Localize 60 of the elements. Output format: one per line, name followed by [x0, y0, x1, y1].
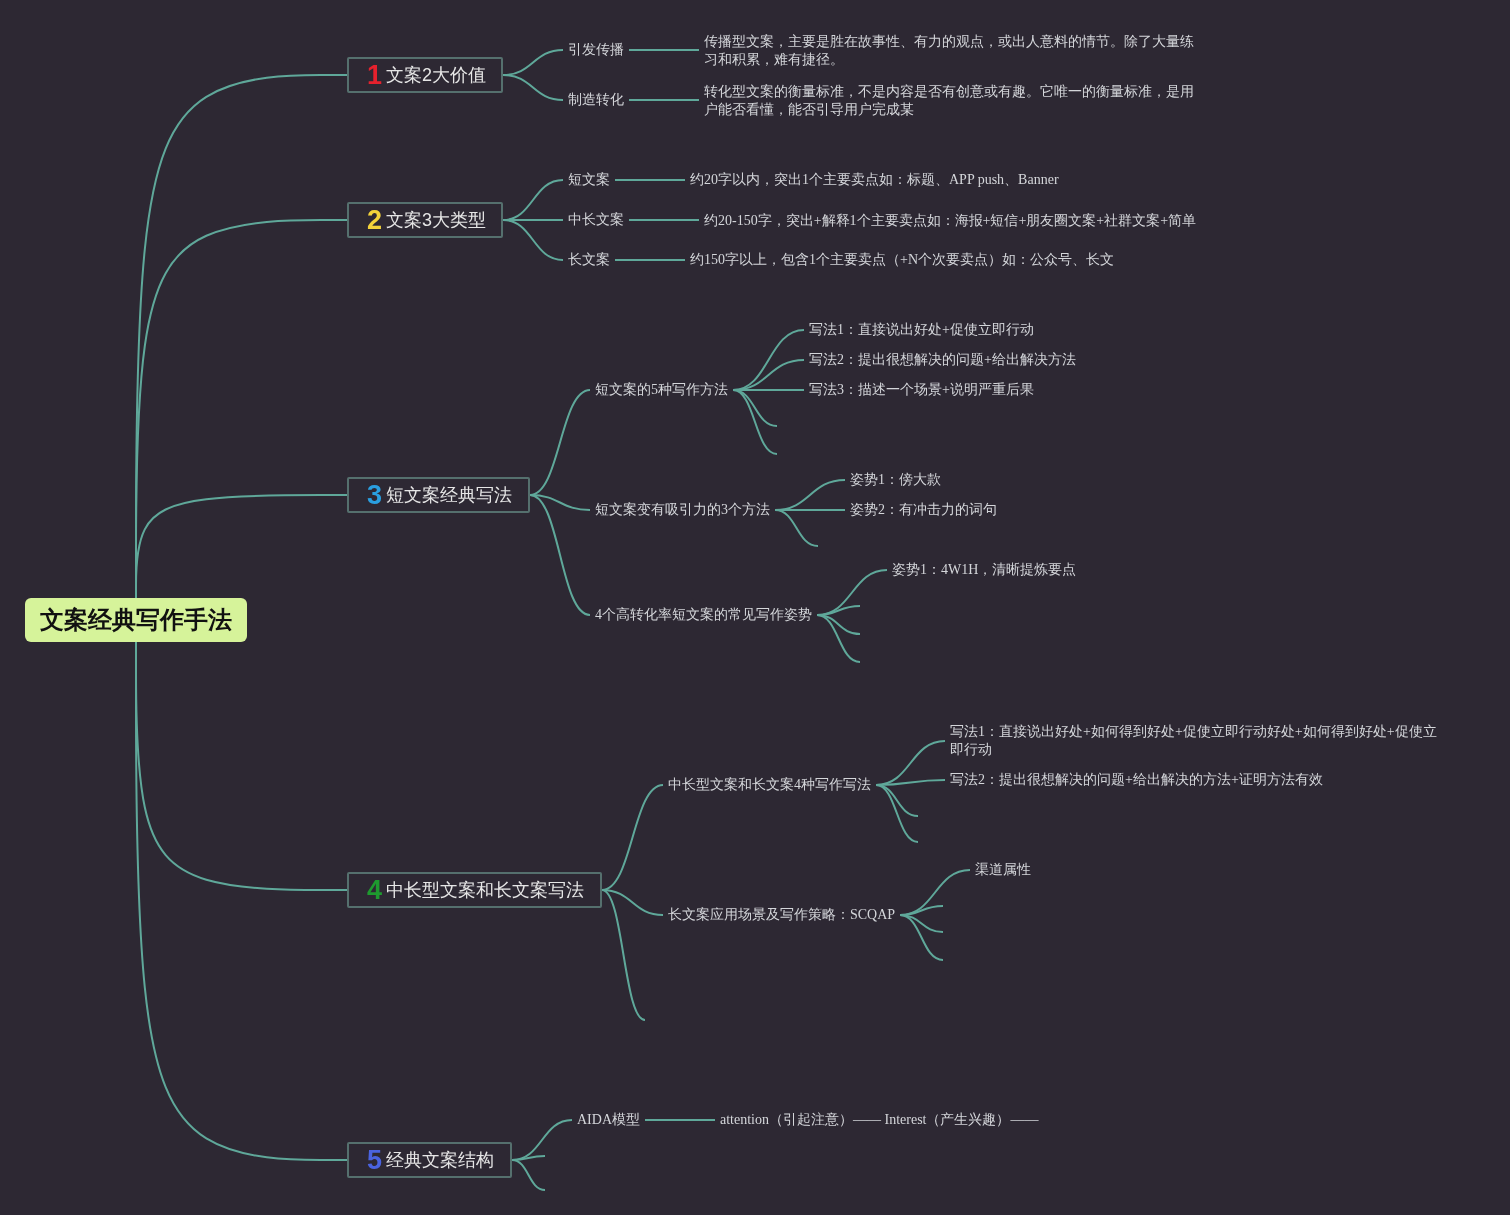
topic-text: 约20字以内，突出1个主要卖点如：标题、APP push、Banner [690, 171, 1059, 189]
topic-text: 姿势1：4W1H，清晰提炼要点 [892, 561, 1077, 579]
topic-text: 姿势1：傍大款 [850, 471, 941, 489]
topic-text: 制造转化 [568, 91, 624, 109]
topic-text: attention（引起注意）—— Interest（产生兴趣）—— [720, 1111, 1039, 1129]
connector-line [644, 1119, 716, 1121]
connector-line [614, 179, 686, 181]
connector-line [816, 614, 861, 663]
connector-line [601, 889, 646, 1021]
connector-line [774, 509, 819, 547]
topic-text: 传播型文案，主要是胜在故事性、有力的观点，或出人意料的情节。除了大量练习和积累，难有捷径。 [704, 33, 1198, 69]
topic-label: 经典文案结构 [386, 1151, 495, 1169]
topic-label: 文案2大价值 [386, 66, 487, 84]
topic-text: 短文案变有吸引力的3个方法 [595, 501, 770, 519]
connector-line [628, 219, 700, 221]
topic-text: 姿势2：有冲击力的词句 [850, 501, 997, 519]
topic-text: 4个高转化率短文案的常见写作姿势 [595, 606, 812, 624]
topic-text: 短文案的5种写作方法 [595, 381, 728, 399]
connector-line [502, 219, 564, 261]
topic-number: 1 [367, 66, 383, 84]
topic-box [347, 202, 503, 238]
topic-text: 写法2：提出很想解决的问题+给出解决的方法+证明方法有效 [950, 771, 1323, 789]
topic-number: 4 [367, 881, 383, 899]
topic-text: 长文案应用场景及写作策略：SCQAP [668, 906, 896, 924]
topic-text: 写法3：描述一个场景+说明严重后果 [809, 381, 1034, 399]
connector-line [529, 494, 591, 616]
connector-line [601, 889, 664, 916]
topic-text: 写法2：提出很想解决的问题+给出解决方法 [809, 351, 1076, 369]
topic-text: 短文案 [568, 171, 610, 189]
connector-line [614, 259, 686, 261]
topic-text: 引发传播 [568, 41, 624, 59]
topic-text: 写法1：直接说出好处+促使立即行动 [809, 321, 1034, 339]
topic-text: 长文案 [568, 251, 610, 269]
topic-label: 文案3大类型 [386, 211, 487, 229]
connector-line [628, 49, 700, 51]
topic-text: 约20-150字，突出+解释1个主要卖点如：海报+短信+朋友圈文案+社群文案+简单 [704, 212, 1200, 230]
connector-line [135, 494, 348, 599]
topic-text: 渠道属性 [975, 861, 1031, 879]
connector-line [875, 784, 919, 843]
topic-label: 中长型文案和长文案写法 [386, 881, 585, 899]
topic-text: 中长文案 [568, 211, 624, 229]
topic-number: 2 [367, 211, 383, 229]
connector-line [628, 99, 700, 101]
topic-box [347, 477, 530, 513]
topic-text: 写法1：直接说出好处+如何得到好处+促使立即行动好处+如何得到好处+促使立即行动 [950, 723, 1444, 759]
topic-box [347, 57, 503, 93]
topic-box [347, 872, 602, 908]
connector-line [511, 1159, 546, 1191]
topic-text: 中长型文案和长文案4种写作写法 [668, 776, 871, 794]
topic-text: 约150字以上，包含1个主要卖点（+N个次要卖点）如：公众号、长文 [690, 251, 1114, 269]
central-topic: 文案经典写作手法 [25, 598, 247, 642]
topic-number: 5 [367, 1151, 383, 1169]
topic-number: 3 [367, 486, 383, 504]
topic-text: AIDA模型 [577, 1111, 640, 1129]
topic-box [347, 1142, 512, 1178]
connector-line [732, 389, 778, 455]
connector-line [502, 74, 564, 101]
topic-text: 转化型文案的衡量标准，不是内容是否有创意或有趣。它唯一的衡量标准，是用户能否看懂，能否引导用户完成某 [704, 83, 1198, 119]
topic-label: 短文案经典写法 [386, 486, 513, 504]
connector-line [899, 914, 944, 961]
